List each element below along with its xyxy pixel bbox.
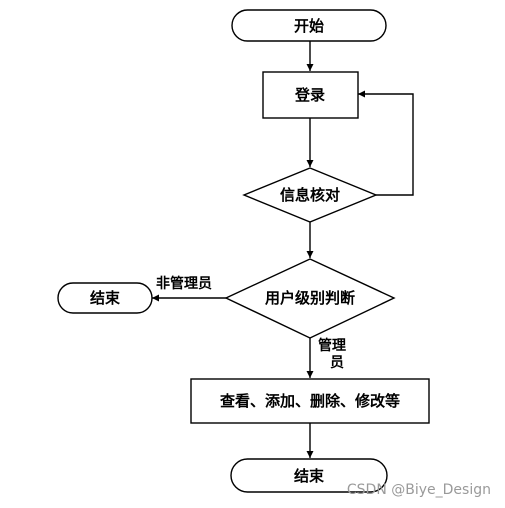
- actions-node: 查看、添加、删除、修改等: [190, 378, 430, 424]
- verify-label: 信息核对: [280, 186, 340, 204]
- end-left-node: 结束: [57, 282, 153, 314]
- non-admin-label: 非管理员: [156, 275, 212, 292]
- actions-label: 查看、添加、删除、修改等: [220, 392, 400, 410]
- admin-label-line1: 管理: [318, 337, 346, 354]
- end-bottom-node: 结束: [230, 458, 388, 493]
- admin-label-line2: 员: [330, 355, 344, 371]
- watermark-text: CSDN @Biye_Design: [347, 482, 491, 498]
- start-node: 开始: [231, 9, 387, 42]
- judge-label: 用户级别判断: [265, 289, 355, 307]
- end-left-label: 结束: [90, 289, 121, 307]
- verify-node: 信息核对: [242, 167, 378, 223]
- edge-verify-loop-to-login: [358, 90, 414, 196]
- start-label: 开始: [294, 17, 324, 35]
- login-label: 登录: [294, 86, 325, 104]
- login-node: 登录: [262, 71, 359, 119]
- end-bottom-label: 结束: [294, 467, 325, 485]
- judge-node: 用户级别判断: [224, 258, 396, 339]
